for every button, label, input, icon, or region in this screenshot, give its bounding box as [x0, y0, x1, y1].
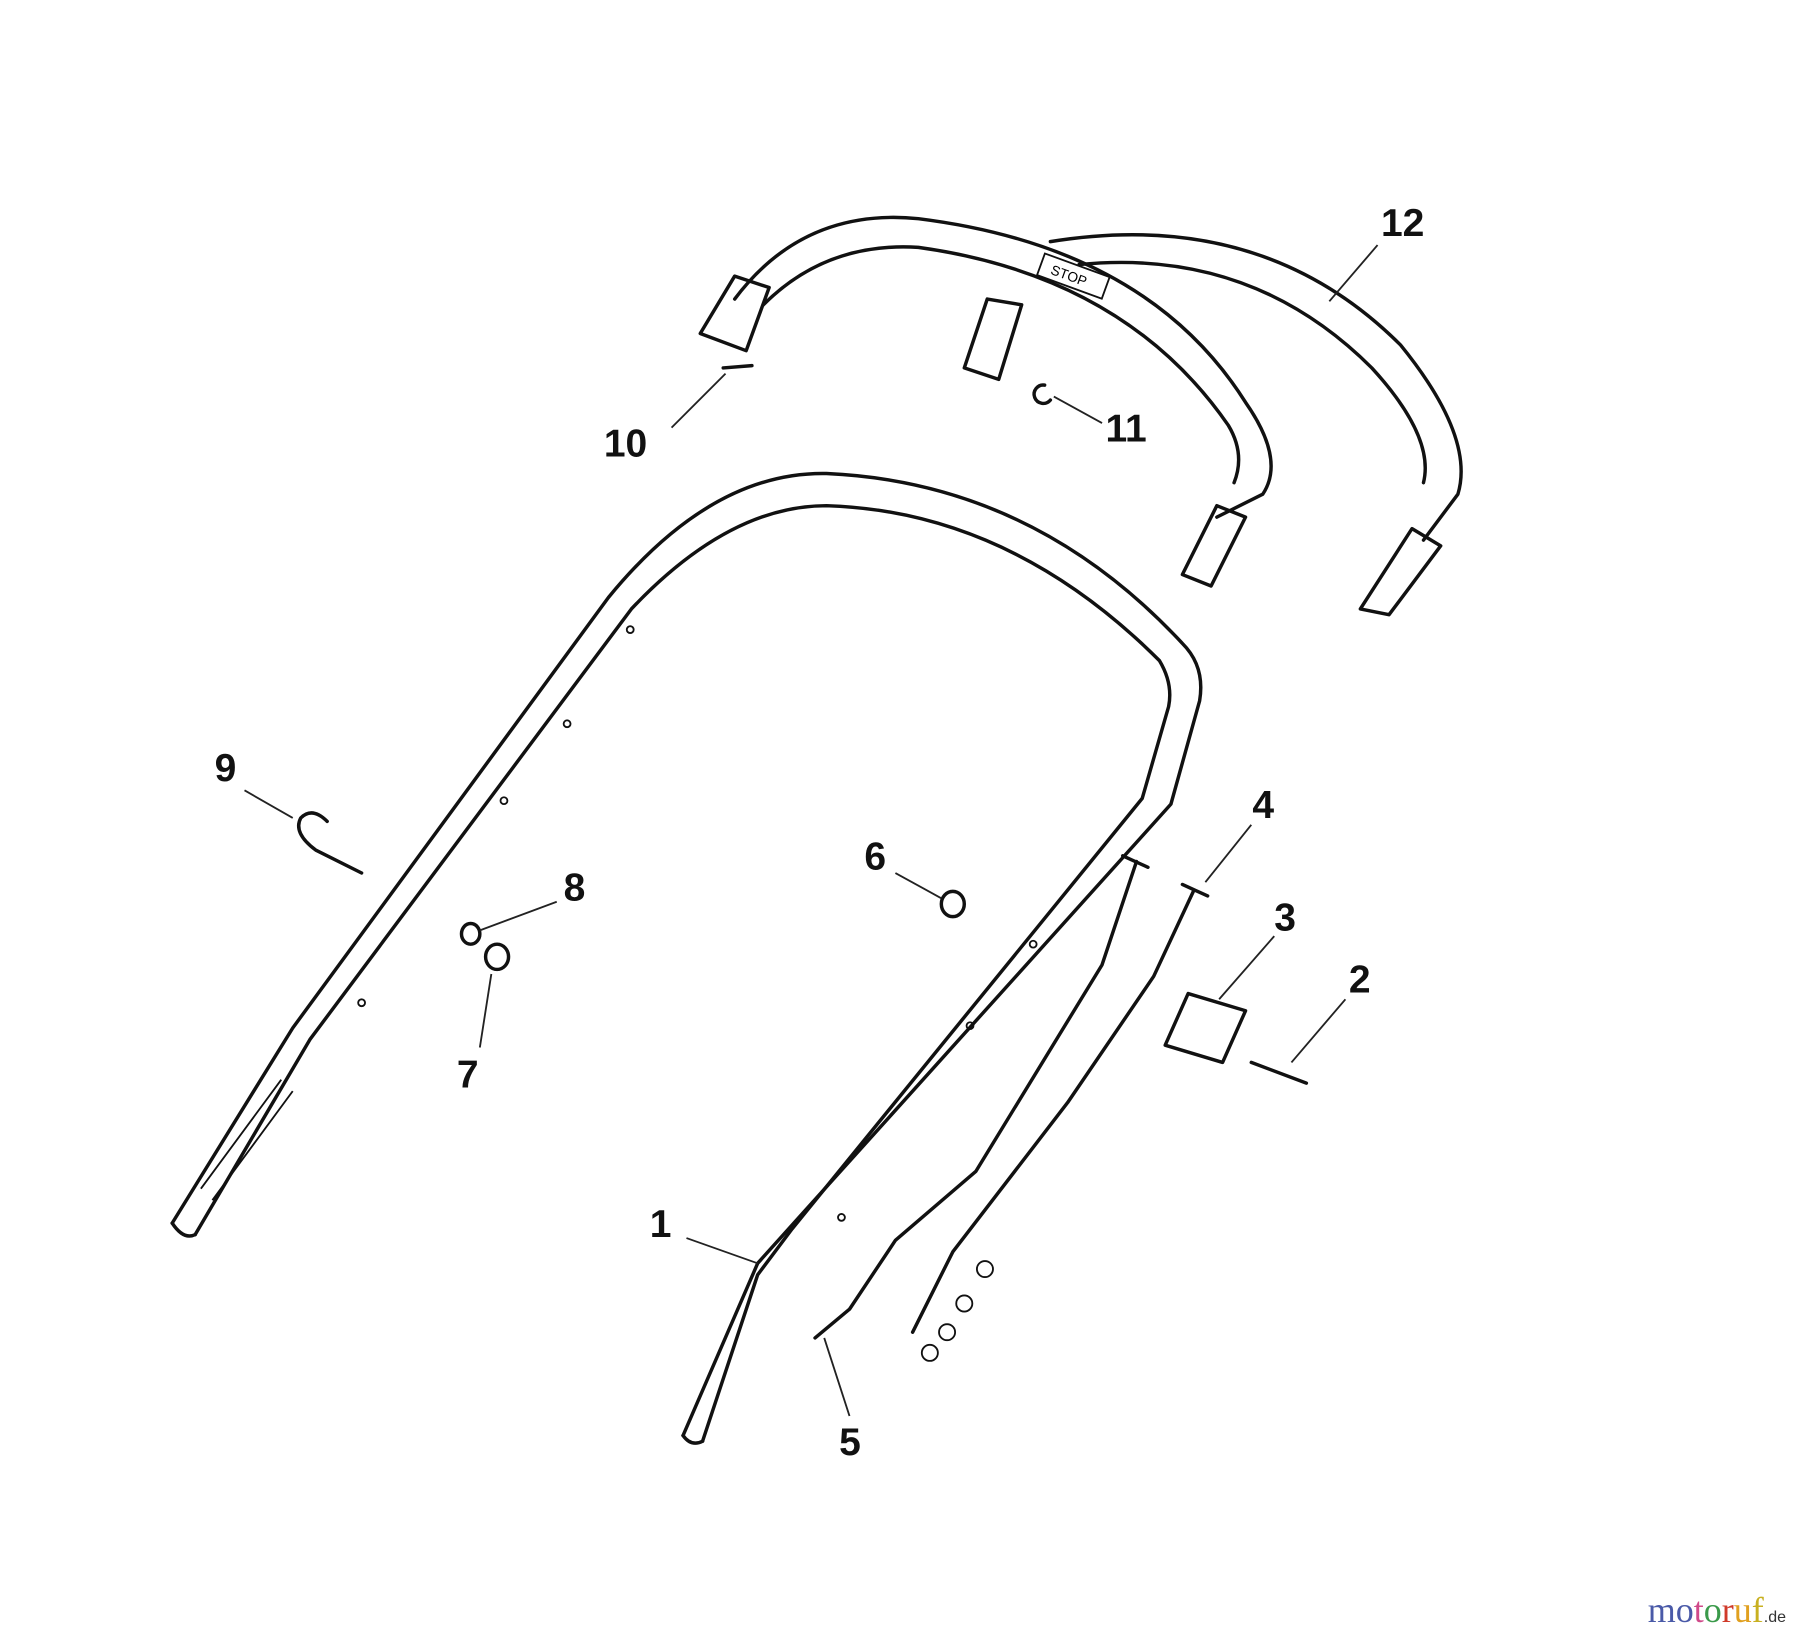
- logo-letter: r: [1721, 1590, 1734, 1630]
- hook-bolt-part-9: [296, 811, 364, 875]
- cable-part-4: [813, 854, 1210, 1340]
- callout-4: 4: [1252, 784, 1274, 827]
- callout-6: 6: [864, 836, 886, 879]
- callout-12: 12: [1381, 202, 1424, 245]
- upper-handle-part: [698, 215, 1463, 617]
- lower-handle-part: [170, 471, 1203, 1445]
- washer-part-8: [459, 921, 482, 946]
- spring-washers: [920, 1260, 994, 1362]
- callout-5: 5: [839, 1421, 861, 1464]
- callout-3: 3: [1274, 896, 1296, 939]
- logo-letter: u: [1733, 1590, 1752, 1630]
- logo-suffix: .de: [1763, 1609, 1786, 1626]
- leader-lines: [244, 244, 1379, 1417]
- callout-11: 11: [1105, 407, 1146, 450]
- callout-7: 7: [457, 1054, 479, 1097]
- nut-part-7: [483, 942, 511, 972]
- logo-letter: o: [1703, 1590, 1722, 1630]
- logo-letter: t: [1693, 1590, 1704, 1630]
- callout-1: 1: [650, 1203, 672, 1246]
- motoruf-watermark-logo: motoruf.de: [1648, 1589, 1786, 1631]
- clip-part-11: [1032, 383, 1053, 406]
- logo-letter: f: [1751, 1590, 1764, 1630]
- callout-8: 8: [564, 867, 586, 910]
- block-part-3: [1163, 991, 1248, 1065]
- callout-2: 2: [1349, 958, 1371, 1001]
- callout-10: 10: [604, 422, 647, 465]
- nut-part-6: [939, 889, 967, 919]
- logo-letter: o: [1675, 1590, 1694, 1630]
- screw-part-10: [721, 363, 754, 370]
- logo-letter: m: [1647, 1590, 1676, 1630]
- callout-9: 9: [215, 747, 237, 790]
- screw-part-2: [1249, 1060, 1309, 1085]
